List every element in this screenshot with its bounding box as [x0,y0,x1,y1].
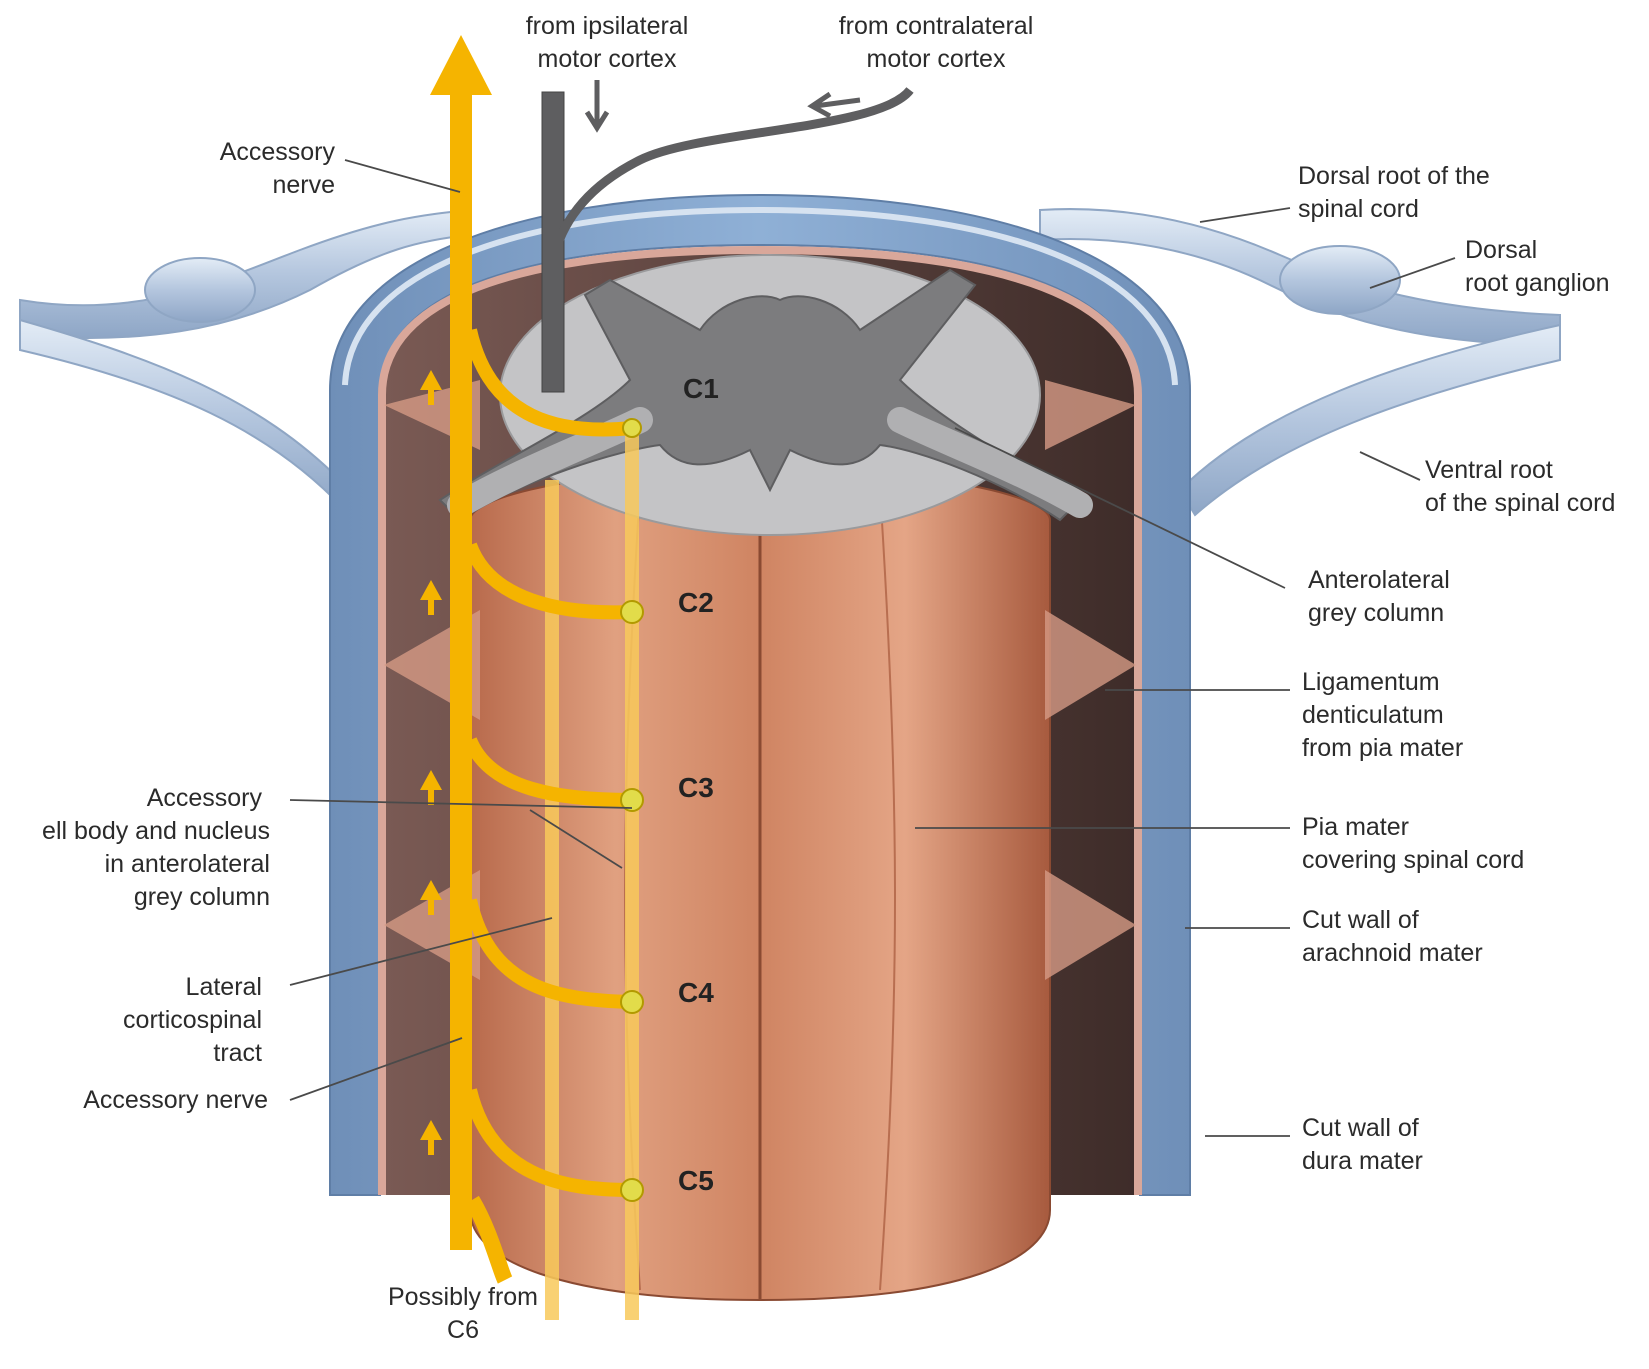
svg-text:C6: C6 [447,1316,479,1344]
cell-body-c2 [621,601,643,623]
label-dorsal-root: Dorsal root of the spinal cord [1298,162,1490,223]
label-dura-mater: Cut wall of dura mater [1302,1114,1423,1175]
svg-text:motor cortex: motor cortex [867,45,1006,73]
segment-label-c4: C4 [678,977,714,1008]
svg-text:nerve: nerve [272,171,335,199]
label-arachnoid-mater: Cut wall of arachnoid mater [1302,906,1483,967]
svg-text:Ventral root: Ventral root [1425,456,1553,484]
segment-label-c2: C2 [678,587,714,618]
label-lateral-corticospinal-tract: Lateral corticospinal tract [123,973,262,1067]
svg-text:spinal cord: spinal cord [1298,195,1419,223]
svg-text:arachnoid mater: arachnoid mater [1302,939,1483,967]
svg-text:Possibly from: Possibly from [388,1283,538,1311]
ipsilateral-arrow [587,80,607,128]
svg-text:Anterolateral: Anterolateral [1308,566,1450,594]
label-accessory-nerve-bottom: Accessory nerve [83,1086,268,1114]
svg-text:tract: tract [213,1039,262,1067]
label-ligamentum-denticulatum: Ligamentum denticulatum from pia mater [1302,668,1463,762]
svg-text:dura mater: dura mater [1302,1147,1423,1175]
segment-label-c5: C5 [678,1165,714,1196]
svg-text:Cut wall of: Cut wall of [1302,906,1419,934]
svg-text:root ganglion: root ganglion [1465,269,1610,297]
svg-text:Accessory nerve: Accessory nerve [83,1086,268,1114]
svg-text:motor cortex: motor cortex [538,45,677,73]
svg-text:in anterolateral: in anterolateral [105,850,270,878]
svg-text:grey column: grey column [134,883,270,911]
label-possibly-from-c6: Possibly from C6 [388,1283,538,1344]
dorsal-root-ganglion-right [1280,246,1400,314]
label-accessory-nucleus: Accessory ell body and nucleus in antero… [42,784,270,911]
svg-text:Dorsal root of the: Dorsal root of the [1298,162,1490,190]
svg-text:Ligamentum: Ligamentum [1302,668,1440,696]
label-from-ipsilateral: from ipsilateral motor cortex [526,12,689,73]
label-pia-mater: Pia mater covering spinal cord [1302,813,1524,874]
label-from-contralateral: from contralateral motor cortex [839,12,1034,73]
label-accessory-nerve-top: Accessory nerve [220,138,336,199]
cell-body-c4 [621,991,643,1013]
svg-text:grey column: grey column [1308,599,1444,627]
svg-text:covering spinal cord: covering spinal cord [1302,846,1524,874]
svg-text:Pia mater: Pia mater [1302,813,1409,841]
dorsal-root-ganglion-left [145,258,255,322]
svg-text:Dorsal: Dorsal [1465,236,1537,264]
svg-text:Accessory: Accessory [147,784,263,812]
svg-text:Accessory: Accessory [220,138,336,166]
svg-text:from contralateral: from contralateral [839,12,1034,40]
segment-label-c1: C1 [683,373,719,404]
svg-text:from ipsilateral: from ipsilateral [526,12,689,40]
svg-text:Cut wall of: Cut wall of [1302,1114,1419,1142]
label-anterolateral-grey-column: Anterolateral grey column [1308,566,1450,627]
label-ventral-root: Ventral root of the spinal cord [1425,456,1615,517]
cell-body-c5 [621,1179,643,1201]
svg-text:denticulatum: denticulatum [1302,701,1444,729]
segment-label-c3: C3 [678,772,714,803]
label-dorsal-root-ganglion: Dorsal root ganglion [1465,236,1610,297]
svg-text:Lateral: Lateral [186,973,262,1001]
cell-body-c1 [623,419,641,437]
svg-text:ell body and nucleus: ell body and nucleus [42,817,270,845]
svg-text:of the spinal cord: of the spinal cord [1425,489,1615,517]
svg-text:corticospinal: corticospinal [123,1006,262,1034]
svg-text:from pia mater: from pia mater [1302,734,1463,762]
